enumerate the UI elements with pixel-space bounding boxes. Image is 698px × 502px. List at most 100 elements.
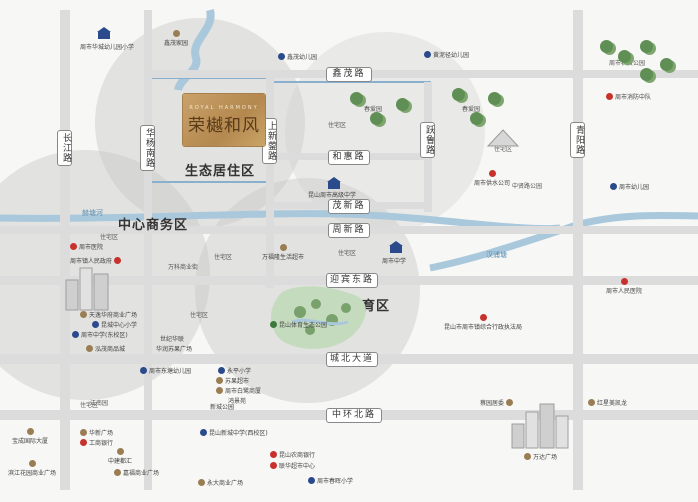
poi-label: 昆山周市高级中学	[308, 192, 357, 199]
poi-jiangnan-commercial[interactable]: 滨江花园商业广场	[8, 460, 56, 477]
poi-label: 昆城中心小学	[101, 322, 138, 329]
poi-law-enforcement[interactable]: 昆山市周市镇综合行政执法局	[444, 314, 522, 331]
poi-people-hospital[interactable]: 周市医院	[70, 242, 103, 251]
poi-label: 泓茂商品城	[95, 346, 126, 353]
poi-yongda[interactable]: 永大商业广场	[198, 478, 243, 487]
jiangnan-garden-label: 江南园	[90, 400, 109, 407]
poi-xinmao-garden[interactable]: 鑫茂家园	[164, 30, 188, 47]
poi-label: 万福隆生活超市	[262, 254, 305, 261]
poi-label: 世纪华联	[160, 336, 185, 343]
mall-icon	[28, 460, 36, 467]
poi-label: 中建都汇	[108, 458, 133, 465]
xinmao-road	[150, 70, 698, 78]
poi-label: 嘉福商业广场	[123, 470, 160, 477]
poi-label: 昆山新城中学(西校区)	[209, 430, 268, 437]
poi-lianhua[interactable]: 联华超市中心	[270, 461, 315, 470]
nongzhi-park-label: 周市农贸公园	[609, 60, 646, 67]
poi-jiafu[interactable]: 嘉福商业广场	[114, 468, 159, 477]
poi-suguo[interactable]: 苏果超市	[216, 376, 249, 385]
poi-dongtang-kindergarten[interactable]: 周市东塘幼儿园	[140, 366, 191, 375]
poi-sports-park[interactable]: 昆山体育生态公园	[270, 320, 327, 329]
residential-area-label-6: 住宅区	[190, 312, 209, 319]
poi-huarun[interactable]: 华润苏果广场	[156, 344, 192, 353]
poi-zhongjian[interactable]: 中建都汇	[108, 448, 132, 465]
kindergarten-icon	[610, 183, 617, 190]
qingyang-road	[573, 10, 583, 490]
huayang-south-road	[144, 10, 152, 490]
poi-hongmao[interactable]: 泓茂商品城	[86, 344, 125, 353]
supermarket-icon	[270, 462, 277, 469]
poi-tianyi[interactable]: 天逸华府商业广场	[80, 310, 137, 319]
hospital-icon	[620, 278, 628, 285]
poi-zhoushi-zhongxue[interactable]: 昆山周市高级中学	[308, 190, 356, 199]
poi-label: 鑫茂家园	[164, 40, 189, 47]
poi-hongjing[interactable]: 蔡园居委	[480, 398, 514, 407]
tanghe-river-label: 赫塘河	[82, 209, 103, 217]
poi-yongping-primary[interactable]: 永平小学	[218, 366, 251, 375]
residential-area-label-1: 住宅区	[328, 122, 347, 129]
mall-icon	[588, 399, 595, 406]
poi-wanfu-supermarket[interactable]: 万福隆生活超市	[262, 244, 304, 261]
kindergarten-icon	[424, 51, 431, 58]
poi-label: 昆山农商银行	[279, 452, 316, 459]
sports-park-area	[270, 286, 366, 349]
school-building-icon	[97, 27, 111, 39]
poi-shiji[interactable]: 世纪华联	[160, 334, 184, 343]
poi-label: 永平小学	[227, 368, 252, 375]
shangxinying-road	[266, 78, 274, 288]
poi-bailu-mall[interactable]: 周市白鹭商厦	[216, 386, 261, 395]
tree-icon	[350, 92, 363, 105]
poi-middle-school-east[interactable]: 周市中学(东校区)	[72, 330, 128, 339]
road-sign-xinmao: 鑫茂路	[326, 67, 372, 82]
poi-hongjing-yuan[interactable]: 鸿景苑	[228, 396, 246, 405]
poi-label: 苏果超市	[225, 378, 250, 385]
poi-primary-school[interactable]: 昆城中心小学	[92, 320, 137, 329]
poi-label: 昆山市周市镇综合行政执法局	[444, 324, 523, 331]
kindergarten-icon	[140, 367, 147, 374]
poi-xinmao-kindergarten[interactable]: 鑫茂幼儿园	[278, 52, 317, 61]
poi-xincheng-park[interactable]: 新城公园	[210, 402, 234, 411]
poi-label: 蔡园居委	[480, 400, 505, 407]
mall-icon	[86, 345, 93, 352]
poi-water-company[interactable]: 周市供水公司	[474, 170, 510, 187]
tree-icon	[600, 40, 613, 53]
road-sign-yuelu: 跃鲁路	[420, 122, 435, 158]
road-sign-hehui: 和惠路	[328, 150, 370, 165]
poi-label: 宝成国际大厦	[12, 438, 49, 445]
poi-icbc[interactable]: 工商银行	[80, 438, 113, 447]
mall-icon	[216, 387, 223, 394]
poi-label: 工商银行	[89, 440, 114, 447]
poi-baocheng[interactable]: 宝成国际大厦	[12, 428, 48, 445]
poi-label: 万达广场	[533, 454, 558, 461]
poi-label: 新城公园	[210, 404, 235, 411]
school-icon	[92, 321, 99, 328]
poi-rural-bank[interactable]: 昆山农商银行	[270, 450, 315, 459]
poi-school-label: 周市华城幼儿园小学	[80, 44, 135, 51]
project-name: 荣樾和风	[188, 115, 260, 136]
poi-label: 周市幼儿园	[619, 184, 650, 191]
wanda-tower-cluster	[511, 403, 569, 449]
poi-fire-station[interactable]: 周市消防中队	[606, 92, 651, 101]
poi-hospital[interactable]: 周市人民医院	[606, 278, 642, 295]
poi-label: 鑫茂幼儿园	[287, 54, 318, 61]
poi-kunshan-school[interactable]: 昆山新城中学(西校区)	[200, 428, 268, 437]
tree-icon	[452, 88, 465, 101]
poi-huaxin[interactable]: 华新广场	[80, 428, 113, 437]
poi-school[interactable]: 周市华城幼儿园小学	[80, 42, 134, 51]
mall-icon	[80, 429, 87, 436]
poi-kindergarten-2[interactable]: 周市幼儿园	[610, 182, 649, 191]
poi-huangni[interactable]: 黄泥径幼儿园	[424, 50, 469, 59]
poi-label: 周市白鹭商厦	[225, 388, 262, 395]
mall-icon	[80, 311, 87, 318]
mall-icon	[524, 453, 531, 460]
poi-wanda[interactable]: 万达广场	[524, 452, 557, 461]
poi-zhoushi-middle[interactable]: 周市中学	[382, 256, 406, 265]
road-sign-qingyang: 青阳路	[570, 122, 585, 158]
poi-town-government[interactable]: 周市镇人民政府	[70, 256, 122, 265]
poi-label: 联华超市中心	[279, 463, 316, 470]
poi-hongxing[interactable]: 红星美凯龙	[588, 398, 627, 407]
poi-label: 周市东塘幼儿园	[149, 368, 192, 375]
supermarket-icon	[279, 244, 287, 251]
poi-chunhui-primary[interactable]: 周市春晖小学	[308, 476, 353, 485]
government-icon	[114, 257, 122, 264]
